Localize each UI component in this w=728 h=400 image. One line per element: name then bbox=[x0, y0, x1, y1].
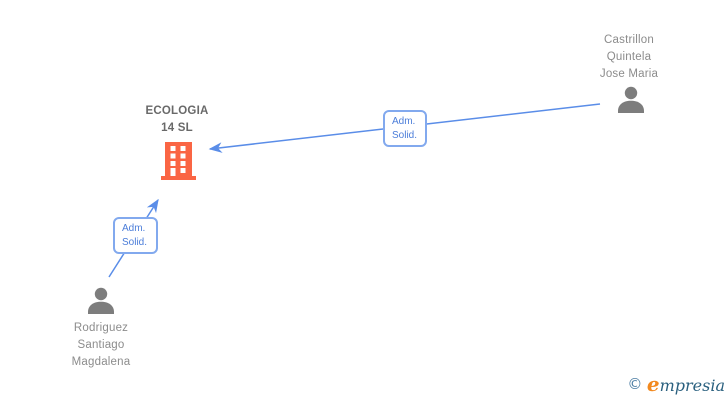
edge-label-line: Solid. bbox=[392, 130, 418, 141]
person-name-line: Jose Maria bbox=[599, 68, 659, 80]
edge-label-line: Solid. bbox=[122, 237, 148, 248]
brand-rest: mpresia bbox=[659, 376, 725, 395]
company-node[interactable] bbox=[161, 142, 196, 180]
person-name-line: Quintela bbox=[606, 51, 652, 63]
edge-label-adm-solid-bottom: Adm. Solid. bbox=[113, 217, 158, 254]
company-name-line: ECOLOGIA bbox=[145, 105, 209, 117]
brand-wordmark: empresia bbox=[647, 372, 725, 396]
person-name-line: Magdalena bbox=[71, 356, 131, 368]
person-node-rodriguez[interactable] bbox=[83, 287, 119, 314]
person-icon bbox=[88, 287, 114, 314]
company-label[interactable]: ECOLOGIA 14 SL bbox=[117, 103, 237, 137]
person-name-line: Santiago bbox=[77, 339, 125, 351]
copyright-icon: © bbox=[627, 375, 643, 393]
person-label-castrillon[interactable]: Castrillon Quintela Jose Maria bbox=[569, 32, 689, 83]
edge-label-adm-solid-top: Adm. Solid. bbox=[383, 110, 427, 147]
person-label-rodriguez[interactable]: Rodriguez Santiago Magdalena bbox=[41, 320, 161, 371]
edge-label-line: Adm. bbox=[392, 116, 416, 127]
brand-initial: e bbox=[646, 372, 660, 396]
edge-label-line: Adm. bbox=[122, 223, 146, 234]
person-name-line: Castrillon bbox=[604, 34, 654, 46]
person-node-castrillon[interactable] bbox=[613, 86, 649, 113]
company-name-line: 14 SL bbox=[161, 122, 193, 134]
empresia-logo[interactable]: © empresia bbox=[627, 372, 725, 396]
person-icon bbox=[618, 86, 644, 113]
building-icon bbox=[161, 142, 196, 180]
person-name-line: Rodriguez bbox=[73, 322, 129, 334]
